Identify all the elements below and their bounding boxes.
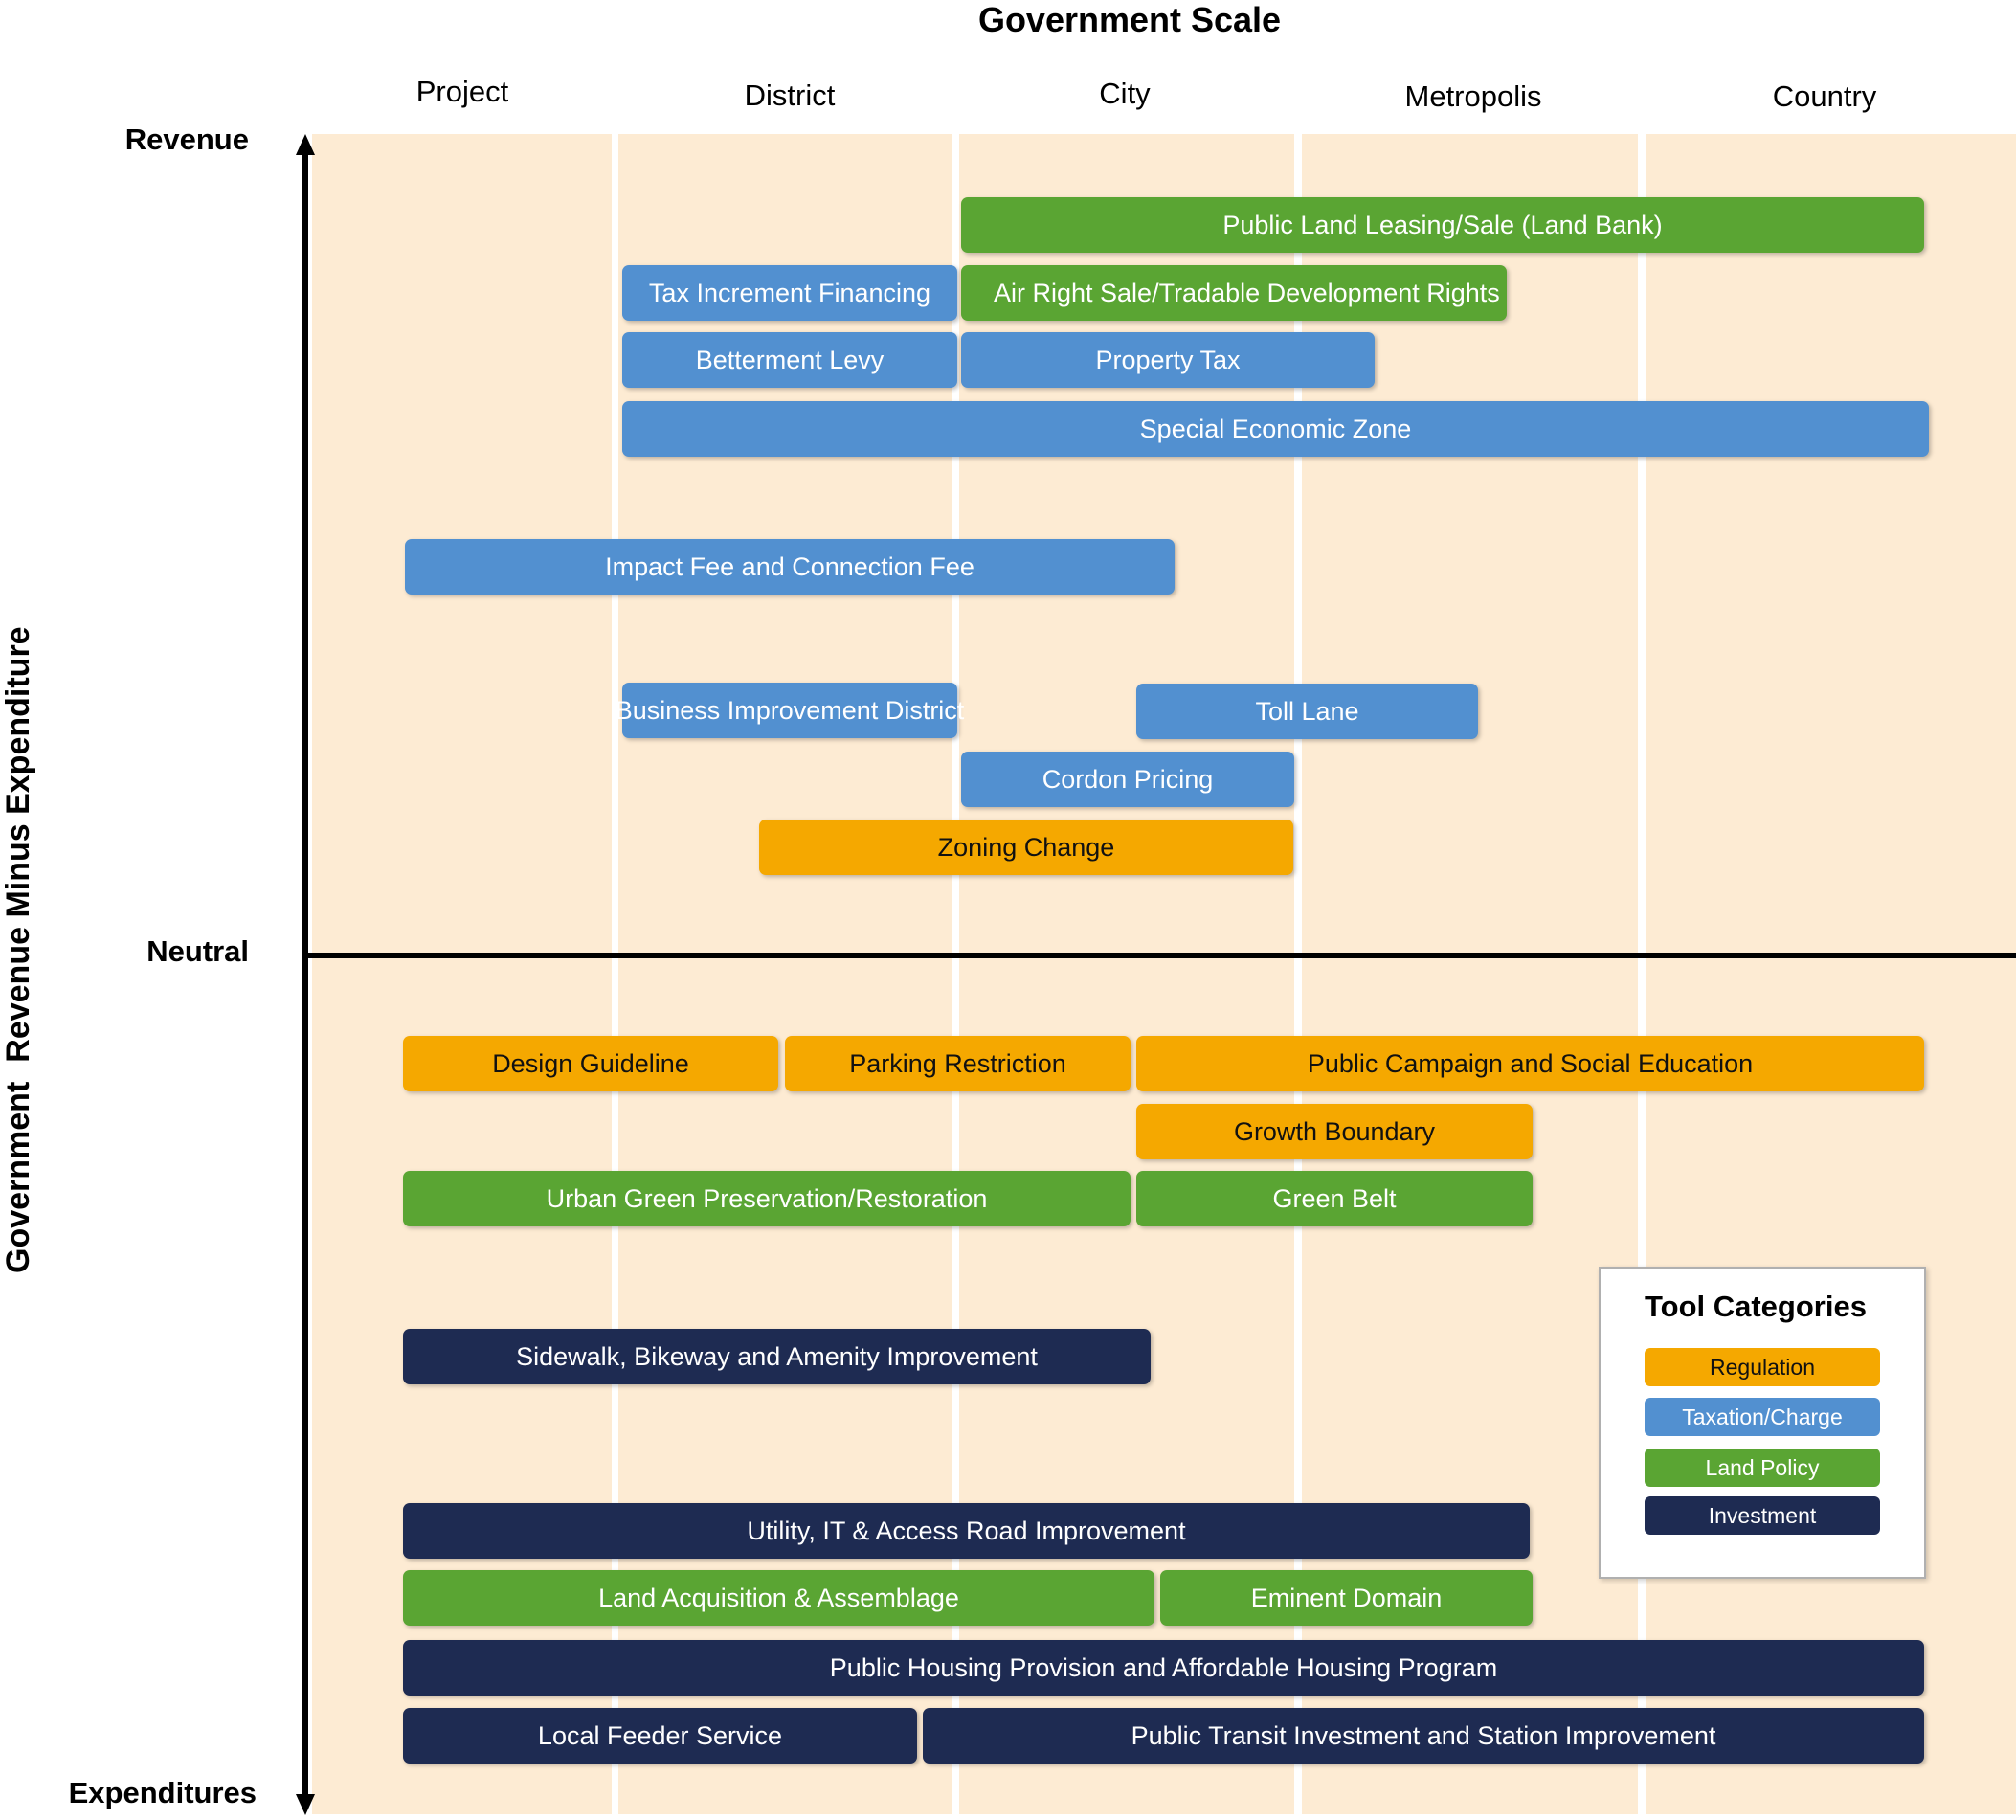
tool-bar-parking-restriction: Parking Restriction: [785, 1036, 1131, 1091]
tool-bar-tax-increment-financing: Tax Increment Financing: [622, 265, 957, 321]
tool-bar-land-bank: Public Land Leasing/Sale (Land Bank): [961, 197, 1924, 253]
column-header-metropolis: Metropolis: [1404, 79, 1542, 113]
legend-item-investment: Investment: [1645, 1496, 1880, 1535]
tool-bar-public-transit: Public Transit Investment and Station Im…: [923, 1708, 1924, 1764]
up-arrow-head: [296, 134, 315, 155]
legend-item-regulation: Regulation: [1645, 1348, 1880, 1386]
column-header-project: Project: [415, 75, 509, 108]
y-level-neutral: Neutral: [146, 934, 249, 968]
tool-bar-cordon-pricing: Cordon Pricing: [961, 752, 1294, 807]
column-header-district: District: [744, 79, 836, 112]
legend-title: Tool Categories: [1645, 1290, 1867, 1323]
y-level-revenue: Revenue: [124, 123, 249, 156]
tool-bar-design-guideline: Design Guideline: [403, 1036, 778, 1091]
tool-bar-urban-green: Urban Green Preservation/Restoration: [403, 1171, 1131, 1226]
tool-bar-utility-it-access-road: Utility, IT & Access Road Improvement: [403, 1503, 1530, 1559]
tool-bar-betterment-levy: Betterment Levy: [622, 332, 957, 388]
tool-bar-public-campaign: Public Campaign and Social Education: [1136, 1036, 1924, 1091]
chart-title: Government Scale: [977, 0, 1282, 39]
tool-bar-business-improvement-district: Business Improvement District: [616, 683, 964, 738]
tool-bar-local-feeder-service: Local Feeder Service: [403, 1708, 917, 1764]
tool-bar-air-right-sale: Air Right Sale/Tradable Development Righ…: [961, 265, 1507, 321]
tool-bar-zoning-change: Zoning Change: [759, 820, 1293, 875]
down-arrow-head: [296, 1794, 315, 1815]
tool-bar-sidewalk-bikeway: Sidewalk, Bikeway and Amenity Improvemen…: [403, 1329, 1151, 1384]
legend: Tool Categories Regulation Taxation/Char…: [1599, 1267, 1926, 1579]
tool-bar-growth-boundary: Growth Boundary: [1136, 1104, 1533, 1159]
y-level-expenditures: Expenditures: [68, 1776, 257, 1809]
legend-item-land-policy: Land Policy: [1645, 1449, 1880, 1487]
column-header-city: City: [1099, 77, 1151, 110]
tool-bar-property-tax: Property Tax: [961, 332, 1375, 388]
tool-bar-green-belt: Green Belt: [1136, 1171, 1533, 1226]
tool-bar-public-housing: Public Housing Provision and Affordable …: [403, 1640, 1924, 1696]
tool-bar-special-economic-zone: Special Economic Zone: [622, 401, 1929, 457]
tool-bar-toll-lane: Toll Lane: [1136, 684, 1478, 739]
legend-item-taxation-charge: Taxation/Charge: [1645, 1398, 1880, 1436]
tool-bar-land-acquisition: Land Acquisition & Assemblage: [403, 1570, 1154, 1626]
tool-bar-eminent-domain: Eminent Domain: [1160, 1570, 1533, 1626]
tool-bar-impact-fee: Impact Fee and Connection Fee: [405, 539, 1175, 595]
column-header-country: Country: [1772, 79, 1877, 113]
